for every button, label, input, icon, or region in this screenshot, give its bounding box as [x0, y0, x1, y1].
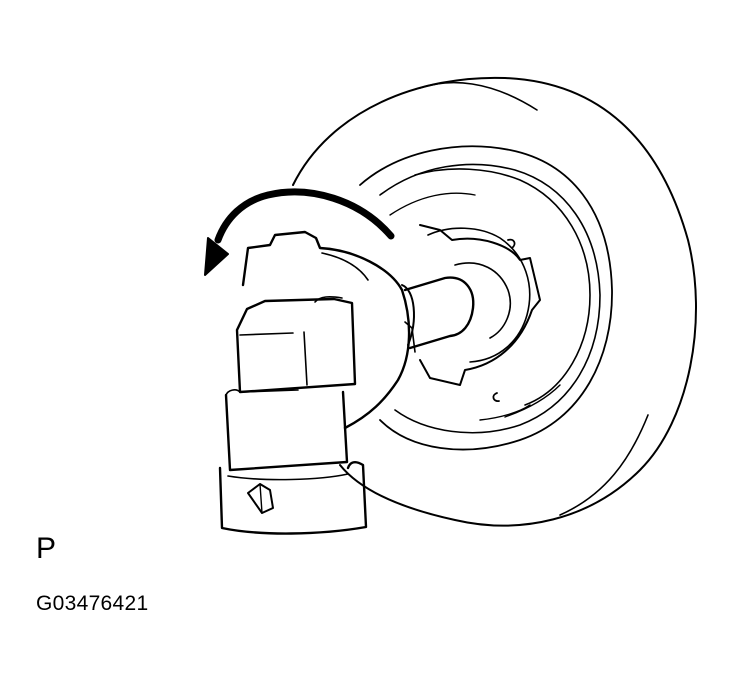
lamp-housing	[292, 76, 697, 527]
rotation-arrow-ccw-icon	[204, 188, 395, 276]
figure-code: G03476421	[36, 592, 149, 615]
bulb-stem	[401, 262, 512, 350]
bulb-socket	[218, 230, 416, 535]
view-label: P	[36, 532, 57, 565]
